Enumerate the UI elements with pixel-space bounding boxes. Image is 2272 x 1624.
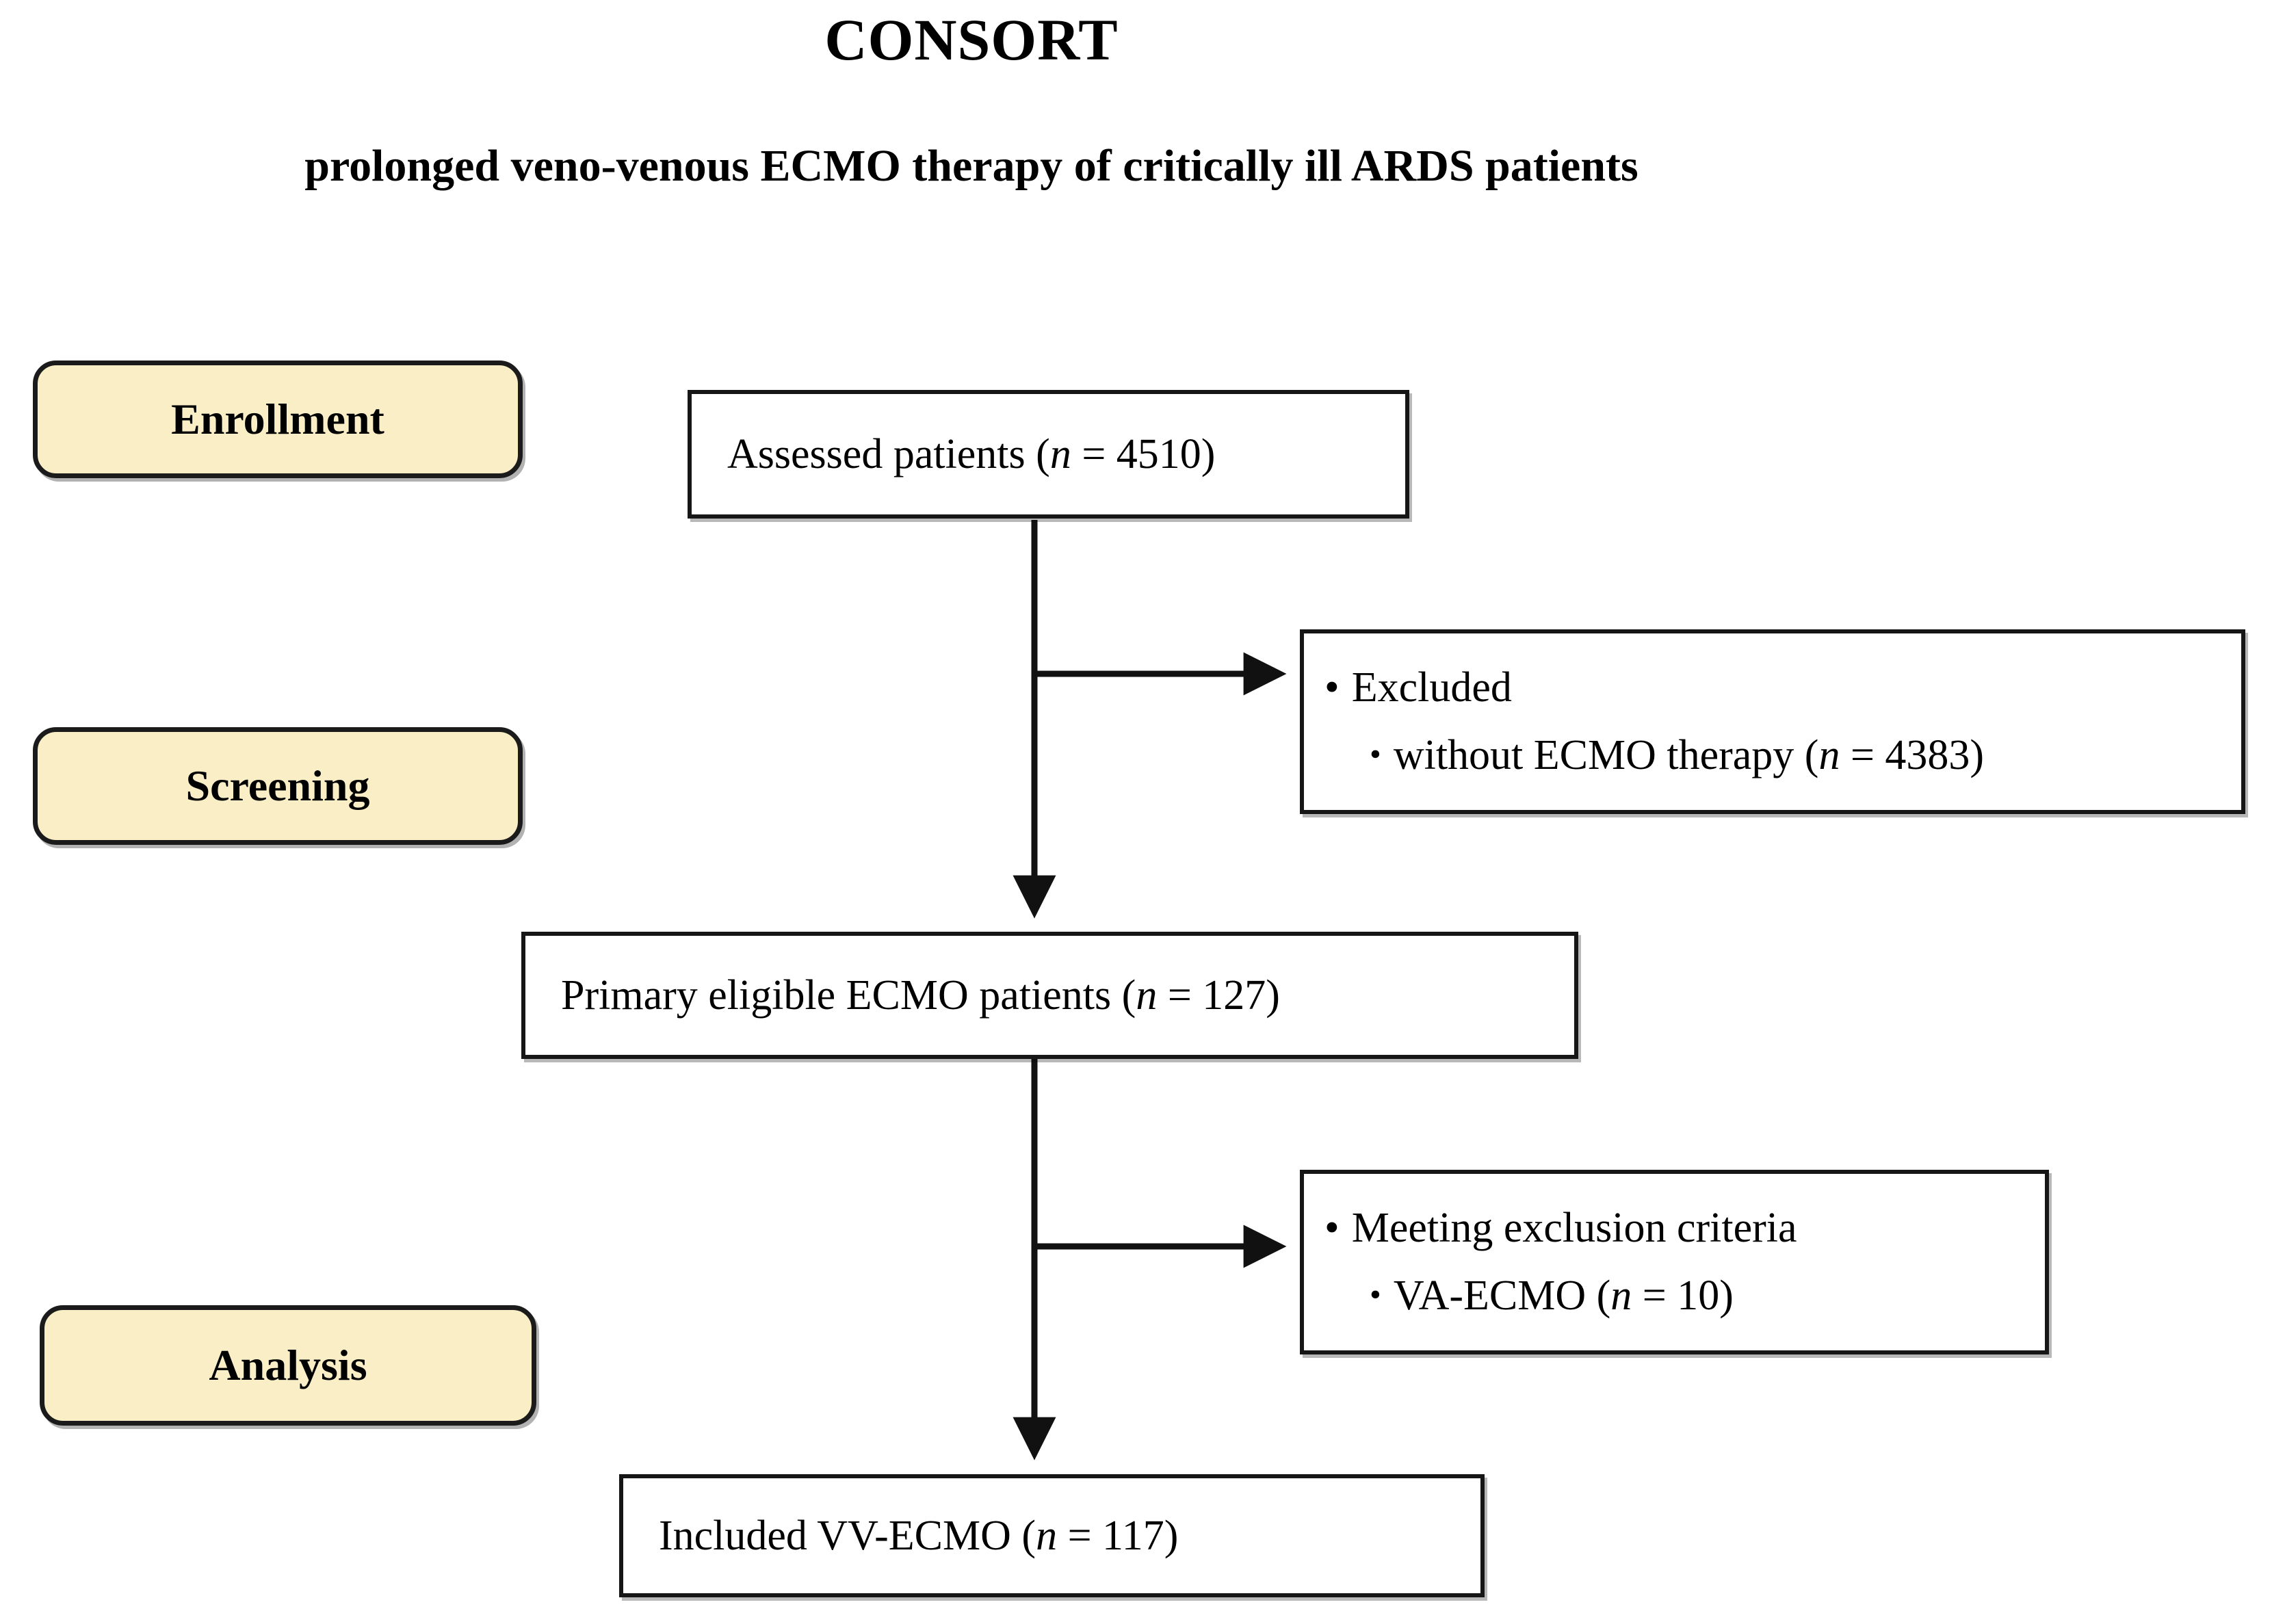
included-equals: =	[1057, 1512, 1103, 1559]
included-suffix: )	[1164, 1512, 1179, 1559]
excluded-heading: Excluded	[1351, 664, 1512, 711]
flow-box-primary-eligible[interactable]: Primary eligible ECMO patients (n = 127)	[521, 932, 1578, 1059]
assessed-patients-text: Assessed patients (n = 4510)	[727, 430, 1215, 479]
excluded-content: •Excluded •without ECMO therapy (n = 438…	[1304, 664, 2241, 780]
included-count: 117	[1102, 1512, 1164, 1559]
excluded-equals: =	[1840, 732, 1885, 778]
stage-badge-analysis[interactable]: Analysis	[40, 1305, 536, 1426]
primary-suffix: )	[1266, 971, 1280, 1019]
exclusion-sub-prefix: VA-ECMO (	[1393, 1272, 1611, 1319]
primary-count: 127	[1202, 971, 1266, 1019]
primary-eligible-text: Primary eligible ECMO patients (n = 127)	[561, 971, 1280, 1020]
assessed-prefix: Assessed patients (	[727, 430, 1050, 477]
primary-equals: =	[1157, 971, 1203, 1019]
bullet-icon: •	[1324, 1204, 1340, 1251]
page-title: CONSORT	[824, 7, 1119, 73]
exclusion-n-symbol: n	[1610, 1272, 1632, 1319]
exclusion-criteria-content: •Meeting exclusion criteria •VA-ECMO (n …	[1304, 1205, 2045, 1320]
stage-badge-screening[interactable]: Screening	[33, 727, 523, 845]
flow-box-assessed-patients[interactable]: Assessed patients (n = 4510)	[688, 390, 1409, 519]
stage-label-enrollment: Enrollment	[171, 395, 384, 443]
included-text: Included VV-ECMO (n = 117)	[659, 1512, 1178, 1560]
assessed-count: 4510	[1116, 430, 1201, 477]
stage-badge-enrollment[interactable]: Enrollment	[33, 361, 523, 478]
excluded-suffix: )	[1970, 732, 1985, 778]
primary-prefix: Primary eligible ECMO patients (	[561, 971, 1136, 1019]
flow-box-included-vv-ecmo[interactable]: Included VV-ECMO (n = 117)	[619, 1474, 1485, 1597]
excluded-count: 4383	[1885, 732, 1970, 778]
exclusion-heading: Meeting exclusion criteria	[1351, 1204, 1797, 1251]
exclusion-sub-line: • VA-ECMO (n = 10)	[1324, 1272, 2045, 1320]
assessed-n-symbol: n	[1049, 430, 1071, 477]
assessed-equals: =	[1071, 430, 1117, 477]
assessed-suffix: )	[1201, 430, 1216, 477]
flow-box-exclusion-criteria[interactable]: •Meeting exclusion criteria •VA-ECMO (n …	[1300, 1170, 2049, 1354]
excluded-n-symbol: n	[1818, 732, 1840, 778]
excluded-sub-prefix: without ECMO therapy (	[1393, 732, 1819, 778]
exclusion-equals: =	[1632, 1272, 1677, 1319]
exclusion-count: 10	[1677, 1272, 1720, 1319]
exclusion-suffix: )	[1719, 1272, 1734, 1319]
sub-bullet-icon: •	[1370, 736, 1381, 772]
bullet-icon: •	[1324, 664, 1340, 711]
page-subtitle: prolonged veno-venous ECMO therapy of cr…	[304, 141, 1638, 191]
primary-n-symbol: n	[1136, 971, 1158, 1019]
excluded-sub-line: • without ECMO therapy (n = 4383)	[1324, 732, 2241, 779]
stage-label-analysis: Analysis	[209, 1341, 367, 1389]
excluded-heading-line: •Excluded	[1324, 664, 2241, 711]
included-n-symbol: n	[1036, 1512, 1058, 1559]
flow-box-excluded[interactable]: •Excluded •without ECMO therapy (n = 438…	[1300, 629, 2245, 814]
sub-bullet-icon: •	[1370, 1276, 1381, 1313]
exclusion-heading-line: •Meeting exclusion criteria	[1324, 1205, 2045, 1252]
stage-label-screening: Screening	[185, 761, 370, 810]
included-prefix: Included VV-ECMO (	[659, 1512, 1036, 1559]
